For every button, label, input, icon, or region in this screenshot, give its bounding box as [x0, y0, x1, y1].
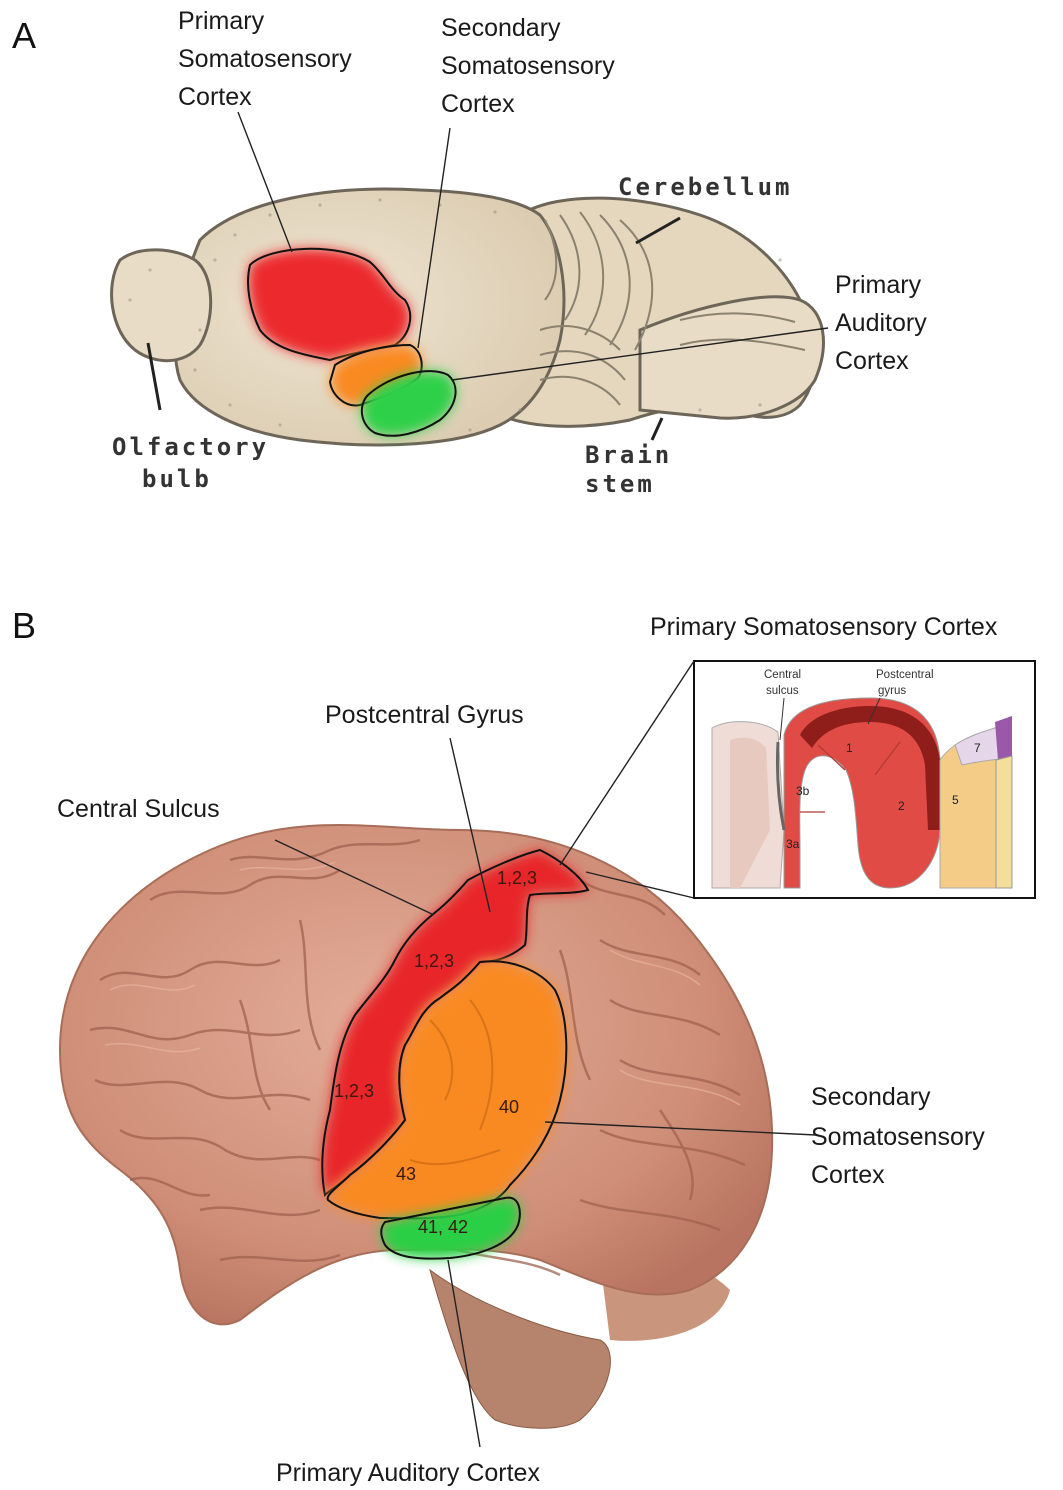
- svg-text:bulb: bulb: [142, 465, 212, 493]
- svg-text:Primary: Primary: [835, 271, 922, 299]
- svg-text:stem: stem: [585, 470, 655, 498]
- brodmann-label-40: 40: [499, 1097, 519, 1117]
- svg-text:Cortex: Cortex: [811, 1161, 885, 1189]
- svg-text:Somatosensory: Somatosensory: [441, 52, 615, 80]
- svg-text:Cortex: Cortex: [835, 347, 909, 375]
- svg-text:Postcentral: Postcentral: [876, 669, 934, 681]
- label-a-olfactory-bulb: Olfactory bulb: [112, 433, 269, 493]
- brodmann-label-41-42: 41, 42: [418, 1217, 468, 1237]
- svg-text:1: 1: [846, 741, 853, 755]
- brodmann-label-s1-low: 1,2,3: [334, 1081, 374, 1101]
- rat-brain-illustration: [112, 189, 824, 445]
- label-b-primary-auditory: Primary Auditory Cortex: [276, 1459, 540, 1487]
- svg-text:sulcus: sulcus: [766, 685, 799, 697]
- svg-text:Somatosensory: Somatosensory: [811, 1123, 985, 1151]
- brodmann-label-s1-top: 1,2,3: [497, 868, 537, 888]
- svg-text:Cortex: Cortex: [178, 83, 252, 111]
- svg-text:3a: 3a: [786, 837, 800, 851]
- svg-text:gyrus: gyrus: [878, 685, 906, 697]
- svg-text:Somatosensory: Somatosensory: [178, 45, 352, 73]
- label-a-secondary-somatosensory: Secondary Somatosensory Cortex: [441, 14, 615, 118]
- panel-b-letter: B: [12, 605, 36, 646]
- label-b-primary-somatosensory: Primary Somatosensory Cortex: [650, 613, 998, 641]
- label-b-postcentral-gyrus: Postcentral Gyrus: [325, 701, 524, 729]
- svg-text:Brain: Brain: [585, 441, 672, 469]
- svg-text:3b: 3b: [796, 784, 810, 798]
- svg-text:Central: Central: [764, 669, 801, 681]
- label-b-secondary-somatosensory: Secondary Somatosensory Cortex: [811, 1083, 985, 1189]
- svg-text:7: 7: [974, 741, 981, 755]
- label-b-central-sulcus: Central Sulcus: [57, 795, 220, 823]
- inset-postcentral-cross-section: Central sulcus Postcentral gyrus 3b 1 2 …: [694, 661, 1035, 898]
- svg-text:5: 5: [952, 793, 959, 807]
- svg-text:Olfactory: Olfactory: [112, 433, 269, 461]
- svg-text:Cortex: Cortex: [441, 90, 515, 118]
- label-a-cerebellum: Cerebellum: [618, 173, 793, 201]
- brodmann-label-s1-mid: 1,2,3: [414, 951, 454, 971]
- brodmann-label-43: 43: [396, 1164, 416, 1184]
- panel-a-letter: A: [12, 15, 36, 56]
- svg-text:Auditory: Auditory: [835, 309, 927, 337]
- label-a-brain-stem: Brain stem: [585, 441, 672, 498]
- label-a-primary-auditory: Primary Auditory Cortex: [835, 271, 927, 375]
- label-a-primary-somatosensory: Primary Somatosensory Cortex: [178, 7, 352, 111]
- svg-text:Secondary: Secondary: [441, 14, 561, 42]
- svg-text:Primary: Primary: [178, 7, 265, 35]
- svg-text:2: 2: [898, 799, 905, 813]
- svg-text:Secondary: Secondary: [811, 1083, 931, 1111]
